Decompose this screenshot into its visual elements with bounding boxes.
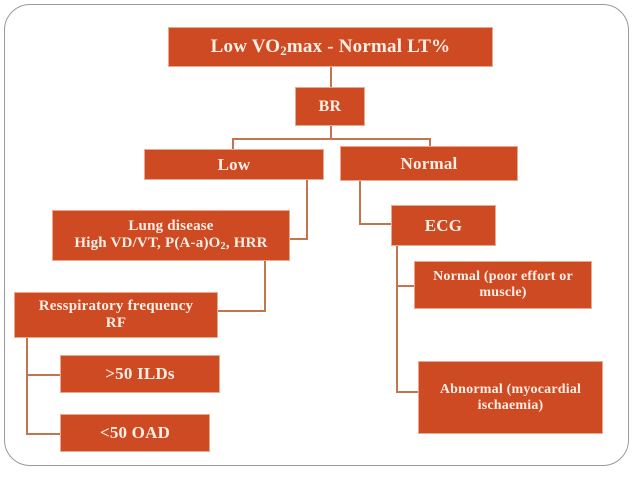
node-br-label: BR: [318, 97, 342, 115]
node-low[interactable]: Low: [144, 149, 324, 180]
node-title[interactable]: Low VO2max - Normal LT%: [168, 27, 493, 67]
node-ilds-label: >50 ILDs: [105, 364, 175, 384]
node-title-label: Low VO2max - Normal LT%: [210, 35, 451, 58]
node-oad-label: <50 OAD: [99, 423, 171, 443]
connector-normal-to-ecg: [359, 223, 391, 225]
connector-ecg-to-abnormal-result: [396, 391, 418, 393]
node-low-label: Low: [217, 154, 251, 174]
node-ecg-abnormal-result-label: Abnormal (myocardial ischaemia): [439, 381, 582, 413]
connector-lung-to-rf: [218, 310, 266, 312]
connector-split-to-normal: [429, 138, 431, 150]
node-oad[interactable]: <50 OAD: [60, 414, 210, 452]
connector-ecg-down: [396, 246, 398, 392]
connector-rf-to-ilds: [26, 374, 60, 376]
connector-rf-down: [26, 338, 28, 434]
connector-rf-to-oad: [26, 433, 60, 435]
connector-split-to-low: [232, 138, 234, 150]
node-normal[interactable]: Normal: [340, 146, 518, 181]
node-ilds[interactable]: >50 ILDs: [60, 355, 220, 393]
node-ecg-normal-result-label: Normal (poor effort or muscle): [433, 269, 573, 300]
connector-br-down: [330, 126, 332, 139]
node-ecg-normal-result[interactable]: Normal (poor effort or muscle): [414, 261, 592, 309]
connector-br-split-bar: [232, 138, 431, 140]
node-br[interactable]: BR: [295, 87, 365, 126]
connector-low-to-lung: [289, 238, 308, 240]
node-normal-label: Normal: [400, 153, 458, 173]
connector-normal-down: [359, 179, 361, 224]
node-ecg-label: ECG: [424, 215, 463, 235]
connector-ecg-to-normal-result: [396, 285, 414, 287]
connector-low-down: [306, 179, 308, 239]
connector-lung-down: [264, 261, 266, 311]
node-ecg[interactable]: ECG: [391, 205, 496, 246]
node-ecg-abnormal-result[interactable]: Abnormal (myocardial ischaemia): [418, 361, 603, 434]
connector-title-to-br: [330, 67, 332, 87]
